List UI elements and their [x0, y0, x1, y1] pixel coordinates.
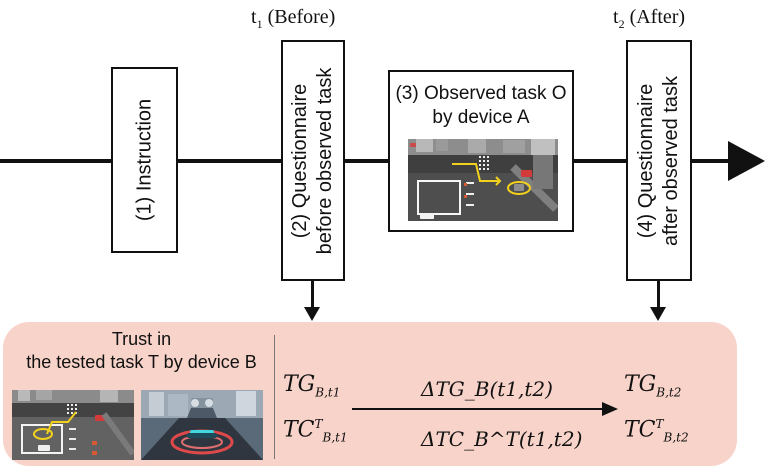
trust-title-line-2: the tested task T by device B [26, 351, 257, 372]
observed-task-image [408, 139, 559, 221]
down-arrow-after-icon [650, 307, 666, 321]
tc-after-sub: B,t2 [663, 430, 689, 445]
step-4-label: (4) Questionnaire after observed task [634, 75, 684, 245]
tg-before-sub: B,t1 [315, 385, 341, 400]
time-before-text: (Before) [267, 6, 336, 28]
tc-before: TCTB,t1 [283, 417, 348, 445]
trust-panel-divider [274, 335, 275, 459]
step-2-line-1: (2) Questionnaire [289, 83, 311, 238]
tc-after-sup: T [655, 417, 664, 431]
timeline-arrow-icon [728, 141, 765, 181]
time-after-label: t2 (After) [613, 6, 685, 32]
tested-task-image-1 [12, 390, 136, 460]
step-3-label: (3) Observed task O by device A [390, 82, 572, 130]
step-2-questionnaire-before-box: (2) Questionnaire before observed task [281, 40, 345, 281]
down-arrow-before-icon [304, 307, 320, 321]
step-4-line-2: after observed task [660, 75, 682, 246]
tg-before-base: TG [283, 372, 316, 397]
time-after-text: (After) [629, 6, 686, 28]
tested-task-image-2 [141, 390, 263, 460]
tc-before-sub: B,t1 [322, 430, 348, 445]
down-arrow-after-line [657, 281, 660, 308]
tg-after-sub: B,t2 [656, 385, 682, 400]
tc-before-sup: T [314, 417, 323, 431]
tc-after-base: TC [624, 417, 656, 443]
tc-before-base: TC [283, 417, 315, 443]
step-4-questionnaire-after-box: (4) Questionnaire after observed task [626, 40, 692, 281]
tc-after: TCTB,t2 [624, 417, 689, 445]
time-after-subscript: 2 [618, 17, 625, 31]
step-3-observed-task-box: (3) Observed task O by device A [388, 70, 574, 232]
step-1-instruction-box: (1) Instruction [111, 67, 178, 253]
step-4-line-1: (4) Questionnaire [635, 83, 657, 238]
time-after-symbol: t [613, 6, 619, 28]
trust-title-line-1: Trust in [111, 329, 172, 349]
time-before-symbol: t [251, 6, 257, 28]
step-3-line-2: by device A [432, 106, 530, 128]
tg-after: TGB,t2 [624, 372, 681, 399]
step-2-line-2: before observed task [314, 67, 336, 254]
step-1-label: (1) Instruction [133, 98, 155, 222]
step-3-line-1: (3) Observed task O [395, 83, 567, 104]
time-before-label: t1 (Before) [251, 6, 335, 32]
tg-before: TGB,t1 [283, 372, 340, 399]
tg-after-base: TG [624, 372, 657, 397]
trust-panel-title: Trust in the tested task T by device B [14, 328, 269, 373]
delta-tg-label: ΔTG_B(t1,t2) [421, 377, 553, 401]
timeline-axis [0, 159, 730, 163]
time-before-subscript: 1 [256, 17, 263, 31]
trust-change-arrow [352, 402, 618, 416]
delta-tc-label: ΔTC_B^T(t1,t2) [421, 427, 583, 451]
down-arrow-before-line [311, 281, 314, 308]
step-2-label: (2) Questionnaire before observed task [288, 67, 338, 254]
